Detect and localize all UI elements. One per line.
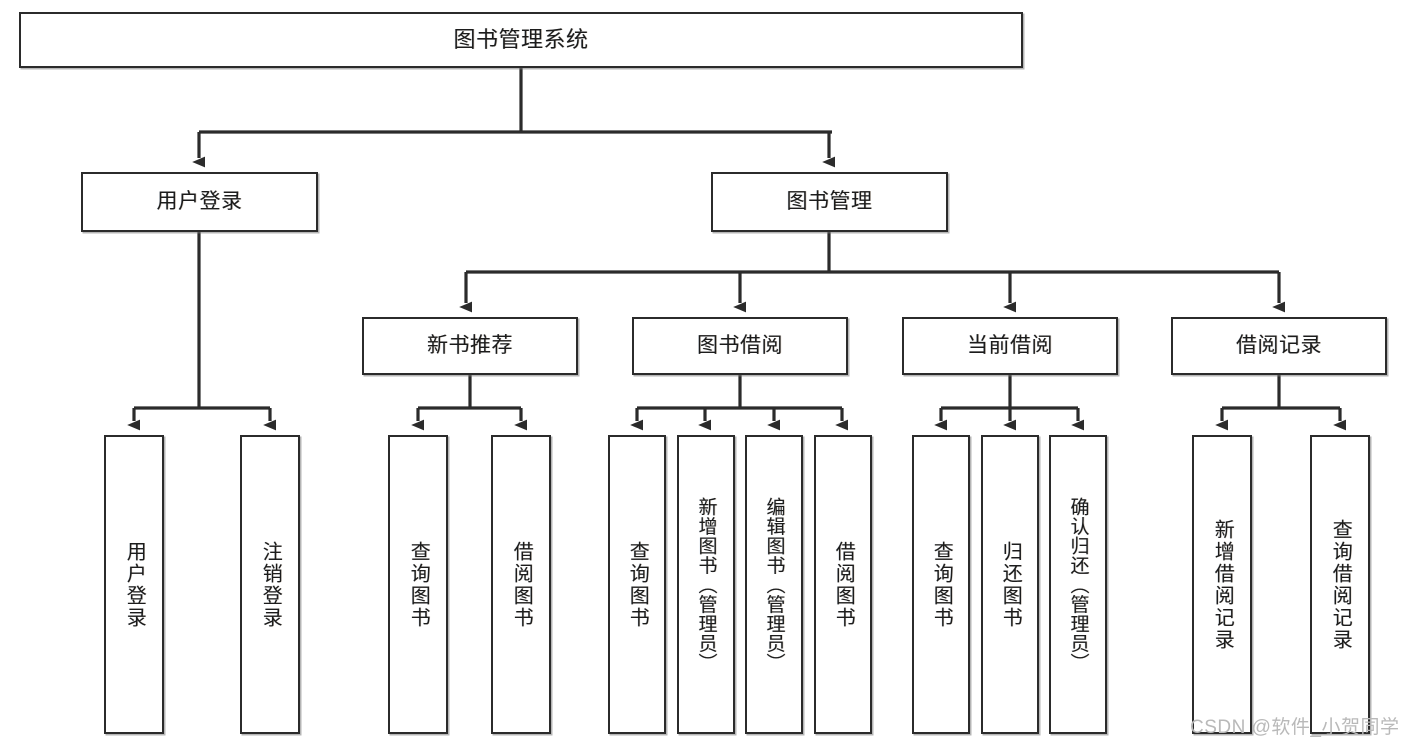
- node-label: 归还图书: [999, 540, 1022, 629]
- node-label: 借阅图书: [832, 540, 855, 629]
- leaf-recommend-query-book[interactable]: 查询图书: [388, 435, 448, 734]
- leaf-current-query-book[interactable]: 查询图书: [912, 435, 970, 734]
- node-label: 新增借阅记录: [1211, 518, 1234, 651]
- node-label: 用户登录: [123, 540, 146, 629]
- node-new-book-recommend[interactable]: 新书推荐: [362, 317, 578, 375]
- leaf-borrow-edit-book-admin[interactable]: 编辑图书（管理员）: [745, 435, 803, 734]
- leaf-borrow-query-book[interactable]: 查询图书: [608, 435, 666, 734]
- node-current-borrow[interactable]: 当前借阅: [902, 317, 1118, 375]
- node-label: 新书推荐: [427, 333, 513, 357]
- leaf-record-query-record[interactable]: 查询借阅记录: [1310, 435, 1370, 734]
- node-borrow-record[interactable]: 借阅记录: [1171, 317, 1387, 375]
- node-label: 查询图书: [930, 540, 953, 629]
- leaf-current-return-book[interactable]: 归还图书: [981, 435, 1039, 734]
- node-label: 图书管理系统: [453, 27, 589, 53]
- node-label: 借阅记录: [1236, 333, 1322, 357]
- node-label: 图书借阅: [697, 333, 783, 357]
- node-label: 查询图书: [626, 540, 649, 629]
- node-label: 新增图书（管理员）: [695, 496, 717, 673]
- node-user-login[interactable]: 用户登录: [81, 172, 318, 232]
- node-book-management[interactable]: 图书管理: [711, 172, 948, 232]
- watermark-text: CSDN @软件_小贺同学: [1190, 717, 1400, 738]
- node-label: 确认归还（管理员）: [1067, 496, 1089, 673]
- leaf-current-confirm-return-admin[interactable]: 确认归还（管理员）: [1049, 435, 1107, 734]
- node-label: 注销登录: [259, 540, 282, 629]
- node-root-system[interactable]: 图书管理系统: [19, 12, 1023, 68]
- leaf-recommend-borrow-book[interactable]: 借阅图书: [491, 435, 551, 734]
- leaf-borrow-add-book-admin[interactable]: 新增图书（管理员）: [677, 435, 735, 734]
- node-label: 查询借阅记录: [1329, 518, 1352, 651]
- node-label: 查询图书: [407, 540, 430, 629]
- leaf-borrow-borrow-book[interactable]: 借阅图书: [814, 435, 872, 734]
- node-label: 借阅图书: [510, 540, 533, 629]
- node-label: 用户登录: [156, 189, 243, 213]
- node-label: 当前借阅: [967, 333, 1053, 357]
- leaf-record-add-record[interactable]: 新增借阅记录: [1192, 435, 1252, 734]
- leaf-user-login-signout[interactable]: 注销登录: [240, 435, 300, 734]
- node-label: 编辑图书（管理员）: [763, 496, 785, 673]
- node-label: 图书管理: [786, 189, 873, 213]
- leaf-user-login-signin[interactable]: 用户登录: [104, 435, 164, 734]
- node-book-borrow[interactable]: 图书借阅: [632, 317, 848, 375]
